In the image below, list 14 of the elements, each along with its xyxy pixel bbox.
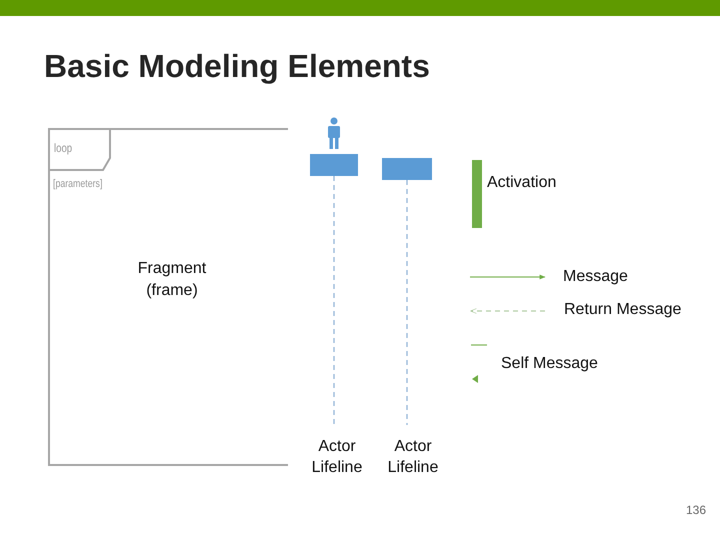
legend-label: Activation <box>487 174 556 192</box>
lifeline-head-box <box>310 154 358 176</box>
parameters-text: [parameters] <box>53 178 102 190</box>
lifeline <box>406 180 408 426</box>
fragment-label: Fragment (frame) <box>136 259 208 301</box>
lifeline-head-box <box>382 158 432 180</box>
loop-keyword: loop <box>54 141 72 155</box>
loop-tab <box>50 130 111 171</box>
fragment-frame <box>48 128 288 466</box>
slide-title: Basic Modeling Elements <box>44 48 430 85</box>
page-number: 136 <box>686 503 706 517</box>
legend-label: Return Message <box>564 301 682 319</box>
legend-label: Self Message <box>501 355 598 373</box>
legend-label: Message <box>563 268 628 286</box>
